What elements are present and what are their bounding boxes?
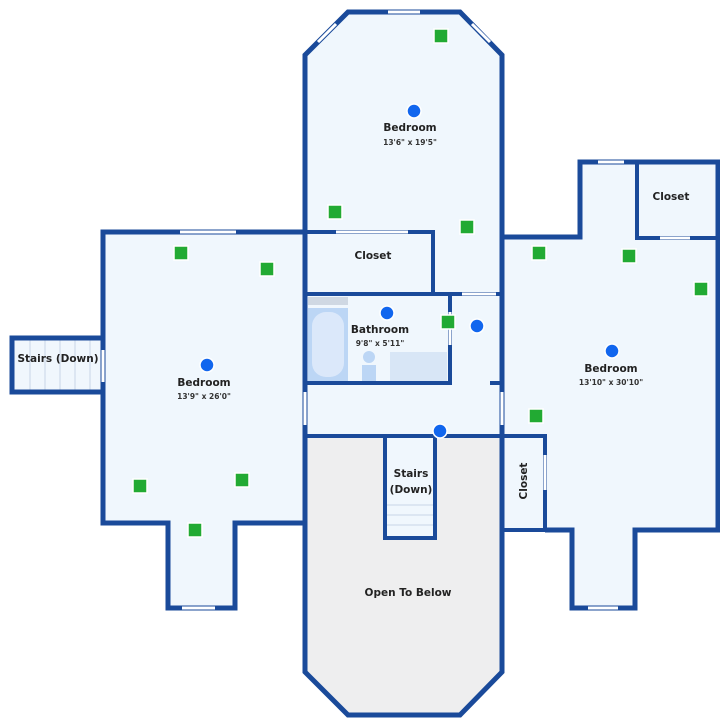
label-closet-right: Closet [518, 463, 530, 500]
dims-bedroom-top: 13'6" x 19'5" [383, 138, 437, 147]
photo-marker[interactable] [327, 204, 343, 220]
wall-left-bedroom [100, 229, 305, 611]
panorama-markers [199, 103, 620, 439]
photo-marker[interactable] [621, 248, 637, 264]
wall-closet-right-top [635, 162, 718, 240]
dims-bedroom-left: 13'9" x 26'0" [177, 392, 231, 401]
photo-marker[interactable] [440, 314, 456, 330]
wall-open-below [302, 435, 505, 718]
room-bedroom-left[interactable] [103, 232, 305, 608]
label-stairs-center-2: (Down) [390, 484, 433, 496]
room-stairs-left[interactable] [12, 338, 103, 392]
vanity-icon [390, 352, 447, 381]
label-bedroom-left: Bedroom [177, 377, 230, 389]
photo-marker[interactable] [693, 281, 709, 297]
label-bedroom-top: Bedroom [383, 122, 436, 134]
room-open-to-below[interactable] [305, 435, 502, 715]
photo-marker[interactable] [187, 522, 203, 538]
photo-marker[interactable] [459, 219, 475, 235]
panorama-marker[interactable] [379, 305, 395, 321]
toilet-icon [363, 351, 375, 363]
room-stairs-center[interactable] [385, 435, 435, 538]
label-bathroom: Bathroom [351, 324, 409, 336]
stair-treads [29, 340, 433, 526]
photo-marker[interactable] [531, 245, 547, 261]
dims-bathroom: 9'8" x 5'11" [356, 339, 405, 348]
dims-bedroom-right: 13'10" x 30'10" [579, 378, 643, 387]
label-open-to-below: Open To Below [365, 587, 452, 599]
room-bedroom-top[interactable] [305, 12, 502, 293]
photo-marker[interactable] [132, 478, 148, 494]
label-stairs-left: Stairs (Down) [17, 353, 98, 365]
photo-marker[interactable] [433, 28, 449, 44]
wall-closet-right [500, 434, 547, 532]
bathtub-basin [312, 312, 344, 377]
toilet-base [362, 365, 376, 381]
panorama-marker[interactable] [432, 423, 448, 439]
shelf-hatch [308, 297, 348, 305]
label-bedroom-right: Bedroom [584, 363, 637, 375]
photo-marker[interactable] [173, 245, 189, 261]
photo-marker[interactable] [259, 261, 275, 277]
photo-marker[interactable] [234, 472, 250, 488]
panorama-marker[interactable] [199, 357, 215, 373]
wall-stairs-center [383, 436, 437, 540]
photo-marker[interactable] [528, 408, 544, 424]
label-stairs-center-1: Stairs [394, 468, 429, 480]
wall-stairs-left [9, 335, 103, 395]
panorama-marker[interactable] [604, 343, 620, 359]
panorama-marker[interactable] [406, 103, 422, 119]
room-bedroom-right[interactable] [502, 162, 718, 608]
panorama-marker[interactable] [469, 318, 485, 334]
label-closet-top: Closet [355, 250, 392, 262]
photo-markers [132, 28, 709, 538]
label-closet-right-top: Closet [653, 191, 690, 203]
wall-right-bedroom [502, 159, 720, 611]
room-closet-top[interactable] [305, 232, 433, 293]
